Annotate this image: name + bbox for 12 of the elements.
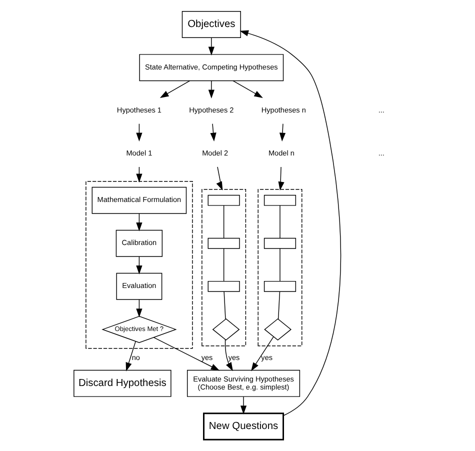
edge-label: yes [201, 353, 213, 362]
node-text: Hypotheses 2 [189, 105, 234, 114]
label: ... [378, 105, 384, 114]
node-text: Hypotheses 1 [116, 105, 162, 114]
node-text: Model 1 [126, 148, 152, 158]
node-text: Model n [268, 148, 294, 158]
edge-label: yes [261, 353, 273, 362]
edge-label: no [132, 353, 140, 362]
edge-label: yes [228, 353, 240, 362]
node-text: Model 2 [202, 148, 228, 158]
node-text: Hypotheses n [261, 105, 306, 114]
label: ... [378, 148, 384, 158]
